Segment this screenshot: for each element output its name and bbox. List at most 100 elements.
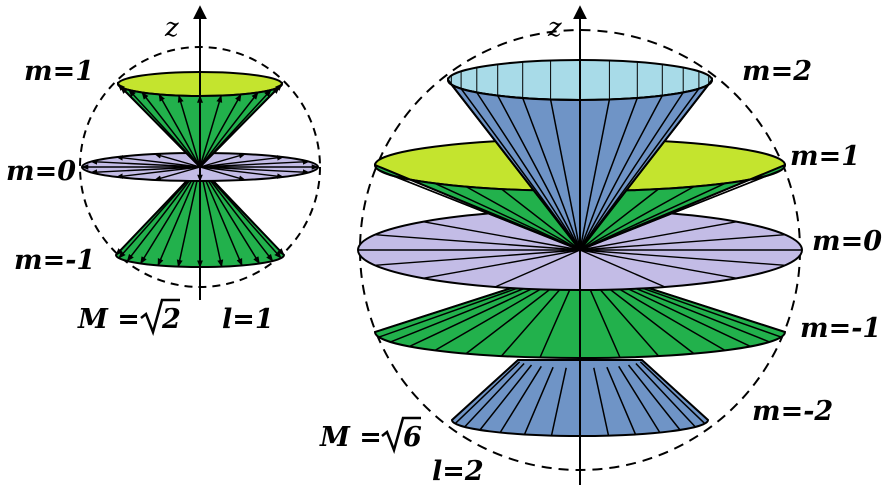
cone-m-minus1-generator (584, 278, 621, 358)
cone-m-plus2-generator (579, 88, 700, 251)
cone-m-minus2-generator (593, 367, 610, 436)
cone-m-plus2-generator (579, 92, 684, 251)
cone-m-minus1-generator (157, 166, 201, 267)
disc-m0-radius (199, 159, 310, 168)
cone-m-plus2-generator (549, 99, 581, 251)
cone-m-minus2-generator (641, 359, 709, 421)
cone-m-plus1-vector (128, 89, 201, 168)
cone-m-plus2-generator (579, 95, 663, 251)
svg-text:6: 6 (403, 422, 422, 453)
cone-m-plus1-vector (158, 93, 201, 168)
disc-m0-radius (199, 166, 310, 175)
disc-m0-radius (374, 234, 581, 251)
m-label-minus2: m=-2 (752, 396, 833, 427)
cone-m-plus1-generator (409, 178, 581, 251)
cone-m-minus2-generator (635, 362, 696, 428)
cone-m-minus2-generator (464, 362, 525, 428)
cone-m-minus1-generator (199, 166, 224, 268)
cone-m-plus1-vector (199, 94, 223, 168)
cone-m-plus2-generator (579, 97, 639, 251)
cone-m-minus1-generator (139, 166, 201, 265)
cone-m-minus2-generator (618, 365, 661, 433)
sqrt-sign (140, 298, 180, 336)
disc-m0-radius (90, 159, 201, 168)
cone-m-minus1-generator (176, 166, 201, 268)
cone-m-minus1-generator (118, 166, 201, 259)
cone-m-plus1-vector (199, 93, 242, 168)
m-label-plus1: m=1 (24, 56, 94, 87)
M-magnitude-label-l1: M = 2 (77, 298, 181, 336)
M-magnitude-label-l2: M = 6 (319, 416, 422, 454)
disc-m0-radius (579, 249, 786, 266)
cone-m-minus1-generator (126, 166, 201, 262)
disc-m0-radius (579, 249, 666, 288)
svg-text:M =: M = (319, 422, 382, 453)
cone-m-plus1-generator (579, 164, 786, 251)
m-label-plus2: m=2 (742, 56, 812, 87)
cone-m-plus2-generator (521, 97, 581, 251)
m-label-0: m=0 (6, 156, 76, 187)
cone-m-minus1-generator (465, 277, 565, 355)
cone-m-minus2-generator (606, 366, 637, 435)
z-axis-label: z (164, 13, 179, 43)
cone-m-plus1-vector (199, 83, 283, 168)
m-label-minus1: m=-1 (800, 313, 881, 344)
cone-m-minus2-generator (550, 367, 567, 436)
cone-m-minus1-generator (500, 278, 570, 357)
cone-m-plus1-vector (177, 94, 201, 168)
cone-m-minus2-generator (451, 359, 519, 421)
disc-m0-radius (90, 166, 201, 175)
cone-m-plus2-generator (579, 79, 713, 251)
cone-m-minus2-generator (454, 361, 521, 425)
cone-m-minus2-generator (499, 365, 542, 433)
disc-m0-radius (115, 155, 201, 168)
svg-text:M =: M = (77, 304, 140, 335)
cone-m-minus1-generator (199, 166, 243, 267)
cone-m-minus1-generator (595, 277, 695, 355)
cone-m-plus1-vector (141, 91, 201, 168)
cone-m-plus1-generator (434, 182, 581, 251)
cone-m-plus1-generator (579, 188, 659, 251)
disc-m0-radius (579, 249, 738, 279)
m-label-minus1: m=-1 (14, 245, 95, 276)
disc-m0-radius (154, 153, 201, 168)
disc-m0-radius (199, 166, 246, 181)
cone-m-minus2-generator (523, 366, 554, 435)
cone-m-plus1-generator (465, 185, 581, 251)
cone-m-plus2-generator (450, 84, 581, 251)
cone-m-plus1-generator (501, 188, 581, 251)
m-label-0: m=0 (812, 226, 882, 257)
disc-m0-radius (154, 166, 201, 181)
disc-m0-radius (199, 153, 246, 168)
z-axis-label: z (547, 13, 562, 43)
l-label-l1: l=1 (222, 304, 274, 335)
cone-m-minus2-generator (639, 361, 706, 425)
disc-m0-radius (579, 221, 738, 251)
cone-m-minus2-generator (479, 364, 533, 431)
cone-m-plus1-vector (199, 91, 259, 168)
cone-m-plus2-generator (476, 92, 581, 251)
cone-m-minus1-generator (590, 278, 660, 357)
svg-text:2: 2 (161, 304, 181, 335)
cone-m-minus2-generator (627, 364, 681, 431)
cone-m-plus2-generator (579, 99, 611, 251)
cone-m-minus1-generator (539, 278, 576, 358)
disc-m0-radius (579, 234, 786, 251)
cone-m-plus1-generator (579, 185, 695, 251)
disc-m0-radius (199, 155, 285, 168)
cone-m-minus1-generator (199, 166, 261, 265)
diagram-l2: z m=2 m=1 m=0 m=-1 m=-2 M = 6 l=2 (319, 5, 882, 487)
disc-m0-radius (374, 249, 581, 266)
cone-m-plus1-generator (579, 182, 726, 251)
sqrt-sign (381, 416, 421, 454)
disc-m0-radius (115, 166, 201, 179)
disc-m0-radius (422, 249, 581, 279)
disc-m0-radius (422, 221, 581, 251)
diagram-l1: z m=1 m=0 m=-1 M = 2 l=1 (6, 5, 321, 336)
disc-m0-radius (199, 166, 285, 179)
cone-m-plus2-generator (497, 95, 581, 251)
l-label-l2: l=2 (432, 456, 484, 487)
cone-m-plus2-generator (460, 88, 581, 251)
